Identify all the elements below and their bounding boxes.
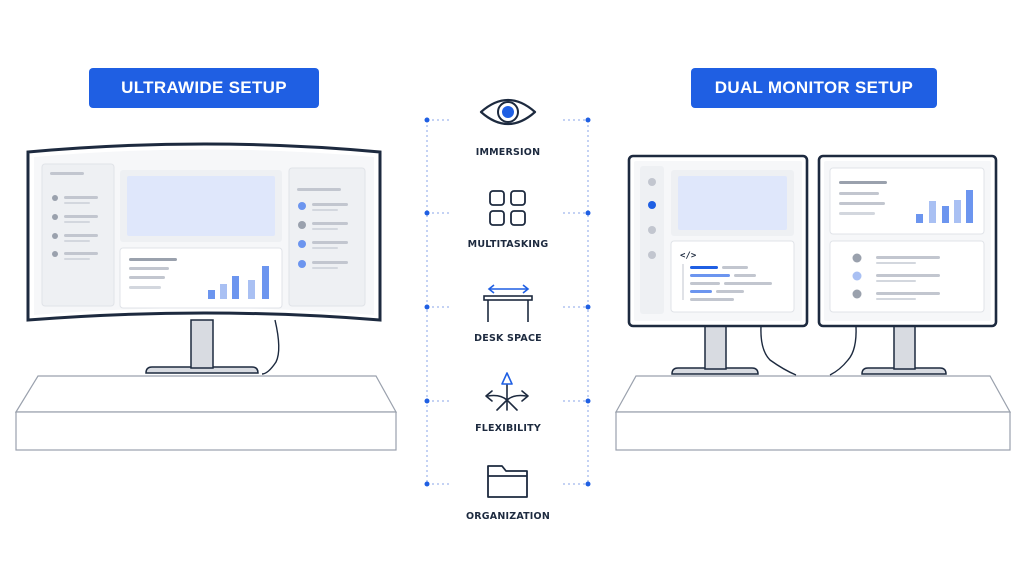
ultrawide-monitor xyxy=(26,142,382,322)
desk-icon xyxy=(483,284,533,322)
eye-icon xyxy=(479,99,537,125)
ultrawide-bar-chart xyxy=(208,266,269,299)
grid-icon xyxy=(489,190,526,226)
ultrawide-setup-badge: ULTRAWIDE SETUP xyxy=(89,68,319,108)
feature-label-immersion: IMMERSION xyxy=(475,147,541,158)
monitor-one-stand xyxy=(671,325,797,376)
monitor-two-stand xyxy=(829,325,947,376)
left-desk xyxy=(14,375,398,451)
center-connector-lines xyxy=(426,119,589,485)
monitor-two xyxy=(817,154,998,328)
connector-dots xyxy=(424,117,591,487)
folder-icon xyxy=(487,465,528,498)
feature-label-desk-space: DESK SPACE xyxy=(474,333,542,344)
feature-label-organization: ORGANIZATION xyxy=(466,511,550,522)
feature-label-flexibility: FLEXIBILITY xyxy=(475,423,541,434)
code-icon: </> xyxy=(680,251,697,261)
dual-bar-chart xyxy=(916,190,973,223)
monitor-one: </> xyxy=(627,154,809,328)
dual-monitor-setup-badge: DUAL MONITOR SETUP xyxy=(691,68,937,108)
right-desk xyxy=(614,375,1012,451)
arrows-icon xyxy=(485,372,529,411)
feature-label-multitasking: MULTITASKING xyxy=(467,239,549,250)
ultrawide-stand xyxy=(145,319,280,375)
ultrawide-right-panel xyxy=(288,167,366,307)
ultrawide-center-panel xyxy=(119,170,283,309)
ultrawide-left-panel xyxy=(41,163,115,307)
